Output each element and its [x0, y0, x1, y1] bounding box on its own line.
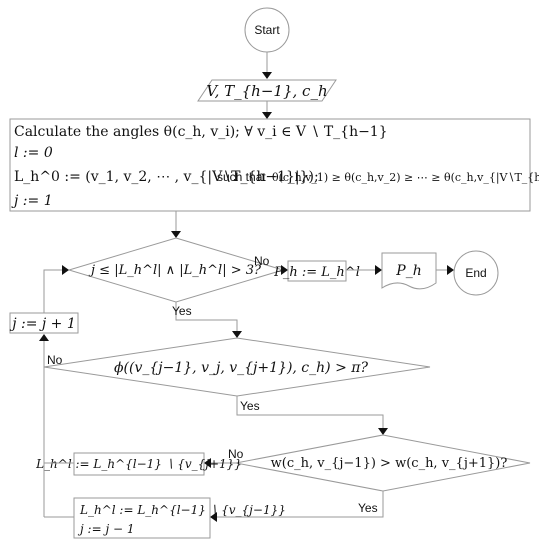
- output-document: P_h: [381, 252, 437, 290]
- start-node: Start: [244, 7, 290, 53]
- cond1-no-label: No: [254, 254, 270, 268]
- arrowhead: [375, 265, 382, 275]
- output-label: P_h: [395, 263, 421, 279]
- decision-2-label: ϕ((v_{j−1}, v_j, v_{j+1}), c_h) > π?: [114, 360, 368, 376]
- calc-line-3c: θ(c_h,v_1) ≥ θ(c_h,v_2) ≥ ⋯ ≥ θ(c_h,v_{|…: [272, 171, 539, 185]
- decision-3-label: w(c_h, v_{j−1}) > w(c_h, v_{j+1})?: [271, 456, 508, 471]
- arrowhead: [447, 265, 454, 275]
- remove-next-box: L_h^l := L_h^{l−1} ∖ {v_{j+1}}: [35, 452, 242, 476]
- arrowhead: [62, 265, 69, 275]
- end-node: End: [453, 250, 499, 296]
- assign-p-box: P_h := L_h^l: [273, 260, 360, 282]
- arrowhead: [262, 72, 272, 79]
- edge-cond3-yes: [216, 491, 384, 518]
- arrowhead: [281, 265, 288, 275]
- decision-1: j ≤ |L_h^l| ∧ |L_h^l| > 3?: [67, 237, 285, 303]
- edge-increment-cond1: [43, 269, 62, 313]
- calc-line-1: Calculate the angles θ(c_h, v_i); ∀ v_i …: [14, 124, 388, 140]
- decision-1-label: j ≤ |L_h^l| ∧ |L_h^l| > 3?: [88, 263, 262, 278]
- decision-2: ϕ((v_{j−1}, v_j, v_{j+1}), c_h) > π?: [43, 337, 431, 397]
- arrowhead: [232, 331, 242, 338]
- remove-prev-label-2: j := j − 1: [77, 522, 135, 536]
- decision-3: w(c_h, v_{j−1}) > w(c_h, v_{j+1})?: [235, 434, 531, 492]
- calc-line-3a: L_h^0 := (v_1, v_2, ⋯ , v_{|V∖T_{h−1}|})…: [14, 169, 319, 185]
- cond2-no-label: No: [47, 353, 63, 367]
- calc-line-2: l := 0: [14, 145, 53, 161]
- cond2-yes-label: Yes: [240, 399, 260, 413]
- arrowhead: [39, 334, 49, 341]
- arrowhead: [171, 231, 181, 238]
- calc-process-box: Calculate the angles θ(c_h, v_i); ∀ v_i …: [9, 118, 539, 212]
- arrowhead: [378, 428, 388, 435]
- remove-next-label: L_h^l := L_h^{l−1} ∖ {v_{j+1}}: [35, 457, 242, 471]
- remove-prev-label-1: L_h^l := L_h^{l−1} ∖ {v_{j−1}}: [79, 503, 286, 517]
- edge-cond2-cond3: [236, 396, 384, 430]
- end-label: End: [465, 266, 486, 280]
- cond1-yes-label: Yes: [172, 304, 192, 318]
- calc-line-4: j := 1: [11, 193, 53, 209]
- increment-label: j := j + 1: [9, 316, 76, 332]
- arrowhead: [262, 112, 272, 119]
- input-node: V, T_{h−1}, c_h: [197, 79, 337, 102]
- arrowhead: [204, 458, 211, 468]
- remove-prev-box: L_h^l := L_h^{l−1} ∖ {v_{j−1}} j := j − …: [73, 497, 286, 539]
- calc-line-3b: such that: [217, 170, 266, 184]
- cond3-yes-label: Yes: [358, 501, 378, 515]
- increment-box: j := j + 1: [9, 312, 79, 334]
- edge-cond1-cond2: [175, 302, 238, 333]
- cond3-no-label: No: [228, 447, 244, 461]
- assign-p-label: P_h := L_h^l: [273, 265, 360, 280]
- input-label: V, T_{h−1}, c_h: [206, 82, 327, 100]
- arrowhead: [210, 512, 217, 522]
- start-label: Start: [254, 23, 280, 37]
